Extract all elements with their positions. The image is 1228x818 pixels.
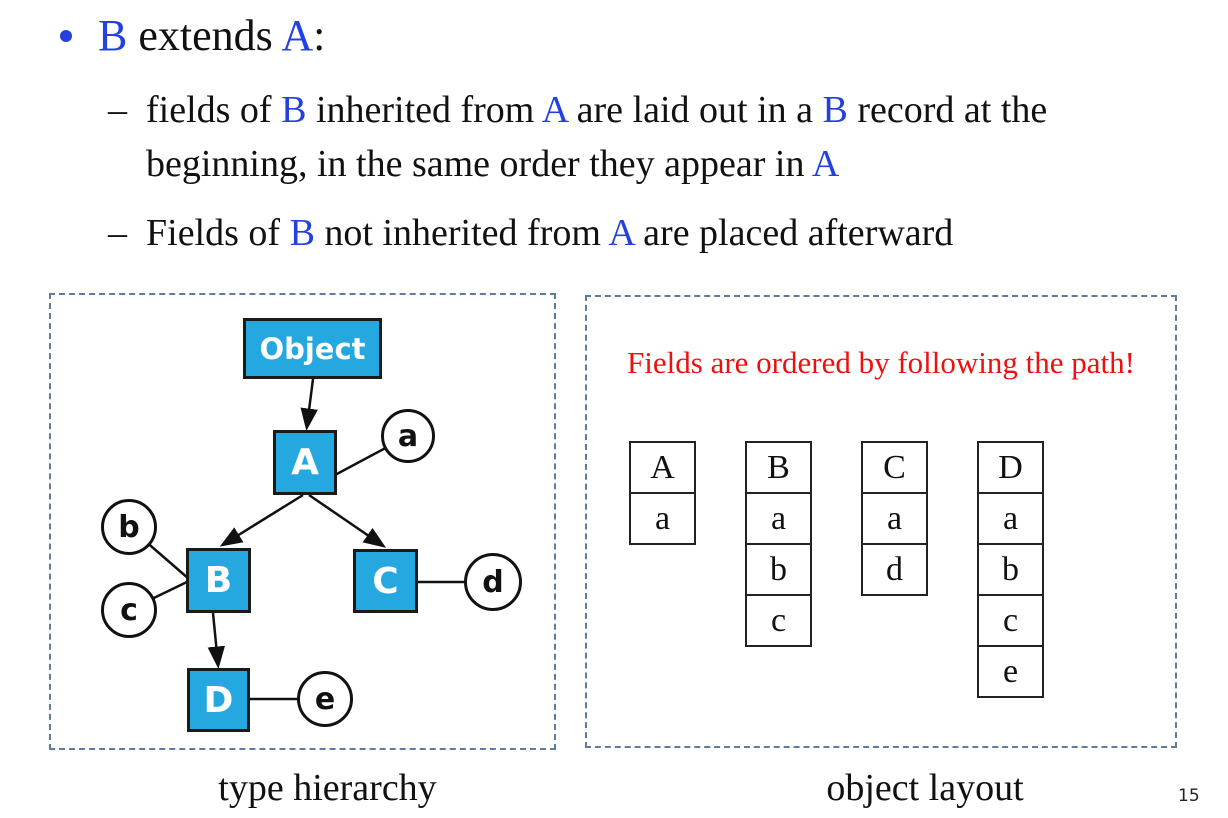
arrow-a-to-b — [219, 493, 304, 547]
arrow-object-to-a — [300, 378, 318, 431]
sub-bullet-1: fields of B inherited from A are laid ou… — [146, 83, 1196, 191]
sub-bullet-1-marker: – — [108, 89, 127, 131]
layout-table-header: A — [629, 441, 696, 494]
class-node-b: B — [186, 548, 251, 613]
layout-table-cell: e — [977, 645, 1044, 698]
text-run: are placed afterward — [633, 212, 954, 254]
class-reference: B — [822, 89, 848, 131]
field-node-d: d — [464, 553, 522, 611]
layout-table-cell: b — [977, 543, 1044, 596]
layout-table-header: B — [745, 441, 812, 494]
field-node-c: c — [101, 582, 157, 638]
text-run: Fields of — [146, 212, 290, 254]
text-run: fields of — [146, 89, 282, 131]
field-node-b: b — [101, 499, 157, 555]
layout-note: Fields are ordered by following the path… — [627, 345, 1135, 380]
class-reference: A — [281, 11, 314, 60]
object-layout-panel: Fields are ordered by following the path… — [585, 295, 1177, 748]
class-node-d: D — [187, 668, 250, 732]
class-reference: B — [281, 89, 307, 131]
class-node-c: C — [353, 549, 418, 613]
layout-table-header: C — [861, 441, 928, 494]
field-node-e: e — [297, 671, 353, 727]
field-node-a: a — [381, 409, 435, 463]
class-reference: A — [541, 89, 568, 131]
layout-table-cell: c — [745, 594, 812, 647]
layout-table-cell: a — [861, 492, 928, 545]
page-number: 15 — [1178, 786, 1200, 806]
layout-table-cell: a — [977, 492, 1044, 545]
text-run: inherited from — [306, 89, 542, 131]
sub-bullet-2-marker: – — [108, 212, 127, 254]
text-run: record at the beginning, in the same ord… — [146, 89, 1048, 185]
sub-bullet-2: Fields of B not inherited from A are pla… — [146, 206, 1196, 260]
text-run: not inherited from — [314, 212, 609, 254]
text-run: : — [313, 11, 326, 60]
layout-table-header: D — [977, 441, 1044, 494]
layout-table-cell: d — [861, 543, 928, 596]
class-node-a: A — [273, 430, 337, 495]
layout-table-cell: a — [629, 492, 696, 545]
class-reference: B — [98, 11, 128, 60]
bullet-dot-icon — [60, 30, 72, 42]
type-hierarchy-panel: a b c d e Object A B C D — [49, 293, 556, 750]
class-node-object: Object — [243, 318, 382, 379]
bullet-main: B extends A: — [98, 10, 325, 63]
layout-table-cell: b — [745, 543, 812, 596]
class-reference: A — [811, 143, 840, 185]
caption-object-layout: object layout — [826, 767, 1024, 809]
arrow-b-to-d — [207, 612, 226, 669]
caption-type-hierarchy: type hierarchy — [218, 767, 437, 809]
layout-table-cell: c — [977, 594, 1044, 647]
text-run: extends — [127, 11, 282, 60]
arrow-a-to-c — [308, 493, 387, 548]
layout-table-cell: a — [745, 492, 812, 545]
text-run: are laid out in a — [567, 89, 823, 131]
class-reference: A — [608, 212, 634, 254]
class-reference: B — [289, 212, 315, 254]
